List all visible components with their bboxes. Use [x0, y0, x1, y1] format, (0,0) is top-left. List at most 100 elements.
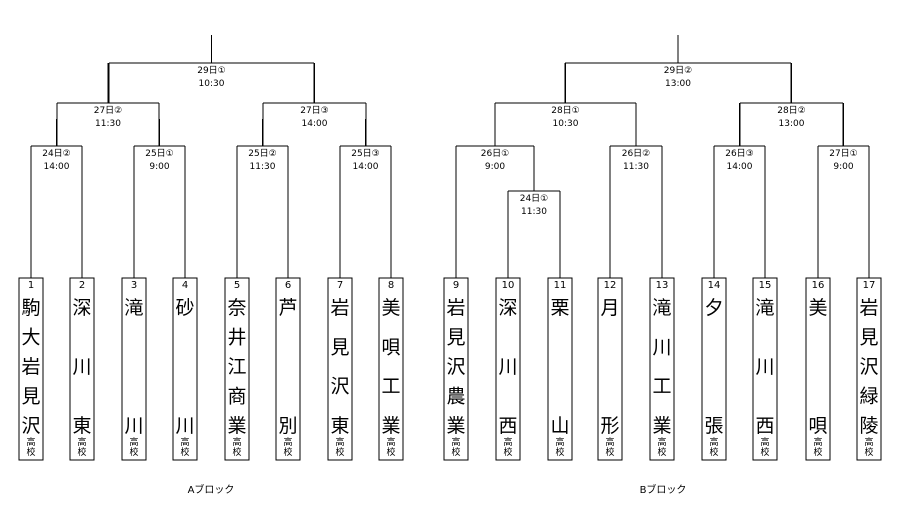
- match-date: 27日①: [829, 148, 858, 159]
- team-number: 2: [79, 280, 85, 291]
- team-number: 4: [182, 280, 188, 291]
- team-suffix: 高校: [503, 436, 512, 458]
- match-time: 9:00: [833, 162, 853, 172]
- team-suffix: 高校: [26, 436, 35, 458]
- team-number: 5: [234, 280, 240, 291]
- team-box: [18, 277, 44, 461]
- team-name: 栗山: [550, 297, 569, 437]
- team-name: 芦別: [278, 297, 297, 437]
- match-date: 26日②: [622, 148, 651, 159]
- team-name: 夕張: [704, 297, 723, 437]
- team-box: [224, 277, 250, 461]
- team-number: 10: [502, 280, 515, 291]
- match-date: 29日①: [197, 65, 226, 76]
- block-a-label: Aブロック: [188, 483, 235, 496]
- match-date: 25日①: [145, 148, 174, 159]
- match-date: 27日②: [94, 105, 123, 116]
- team-suffix: 高校: [813, 436, 822, 458]
- team-number: 17: [863, 280, 876, 291]
- team-name: 砂川: [175, 297, 194, 437]
- team-box: [495, 277, 521, 461]
- team-number: 11: [554, 280, 567, 291]
- team-box: [597, 277, 623, 461]
- team-name: 奈井江商業: [227, 297, 246, 437]
- match-time: 14:00: [302, 119, 328, 129]
- team-number: 13: [656, 280, 669, 291]
- match-time: 13:00: [779, 119, 805, 129]
- team-number: 15: [759, 280, 772, 291]
- team-suffix: 高校: [77, 436, 86, 458]
- team-suffix: 高校: [605, 436, 614, 458]
- team-number: 7: [337, 280, 343, 291]
- match-time: 9:00: [485, 162, 505, 172]
- team-name: 岩見沢緑陵: [859, 297, 878, 437]
- team-box: [443, 277, 469, 461]
- team-box: [378, 277, 404, 461]
- team-box: [752, 277, 778, 461]
- block-b-label: Bブロック: [640, 483, 687, 496]
- team-suffix: 高校: [283, 436, 292, 458]
- team-suffix: 高校: [386, 436, 395, 458]
- team-name: 駒大岩見沢: [21, 297, 40, 437]
- team-suffix: 高校: [657, 436, 666, 458]
- team-box: [69, 277, 95, 461]
- team-number: 6: [285, 280, 291, 291]
- match-date: 24日②: [42, 148, 71, 159]
- match-time: 13:00: [665, 79, 691, 89]
- match-date: 27日③: [300, 105, 329, 116]
- team-number: 16: [812, 280, 825, 291]
- team-suffix: 高校: [555, 436, 564, 458]
- match-date: 29日②: [664, 65, 693, 76]
- team-name: 美唄工業: [381, 297, 400, 437]
- match-date: 28日①: [551, 105, 580, 116]
- team-suffix: 高校: [129, 436, 138, 458]
- team-suffix: 高校: [760, 436, 769, 458]
- match-time: 14:00: [353, 162, 379, 172]
- team-box: [701, 277, 727, 461]
- team-number: 14: [708, 280, 721, 291]
- team-box: [327, 277, 353, 461]
- team-suffix: 高校: [709, 436, 718, 458]
- match-date: 26日③: [725, 148, 754, 159]
- team-number: 12: [604, 280, 617, 291]
- team-name: 月形: [600, 297, 619, 437]
- team-number: 3: [131, 280, 137, 291]
- team-number: 1: [28, 280, 34, 291]
- match-time: 14:00: [727, 162, 753, 172]
- match-date: 26日①: [481, 148, 510, 159]
- team-suffix: 高校: [335, 436, 344, 458]
- match-date: 28日②: [777, 105, 806, 116]
- team-name: 美唄: [808, 297, 827, 437]
- team-name: 滝川西: [755, 297, 774, 437]
- team-box: [172, 277, 198, 461]
- team-name: 滝川: [124, 297, 143, 437]
- match-date: 24日①: [520, 193, 549, 204]
- team-number: 9: [453, 280, 459, 291]
- match-time: 10:30: [199, 79, 225, 89]
- team-suffix: 高校: [180, 436, 189, 458]
- match-time: 10:30: [553, 119, 579, 129]
- team-name: 深川西: [498, 297, 517, 437]
- team-name: 滝川工業: [652, 297, 671, 437]
- match-time: 11:30: [623, 162, 649, 172]
- team-box: [805, 277, 831, 461]
- team-box: [275, 277, 301, 461]
- team-name: 岩見沢東: [330, 297, 349, 437]
- team-box: [649, 277, 675, 461]
